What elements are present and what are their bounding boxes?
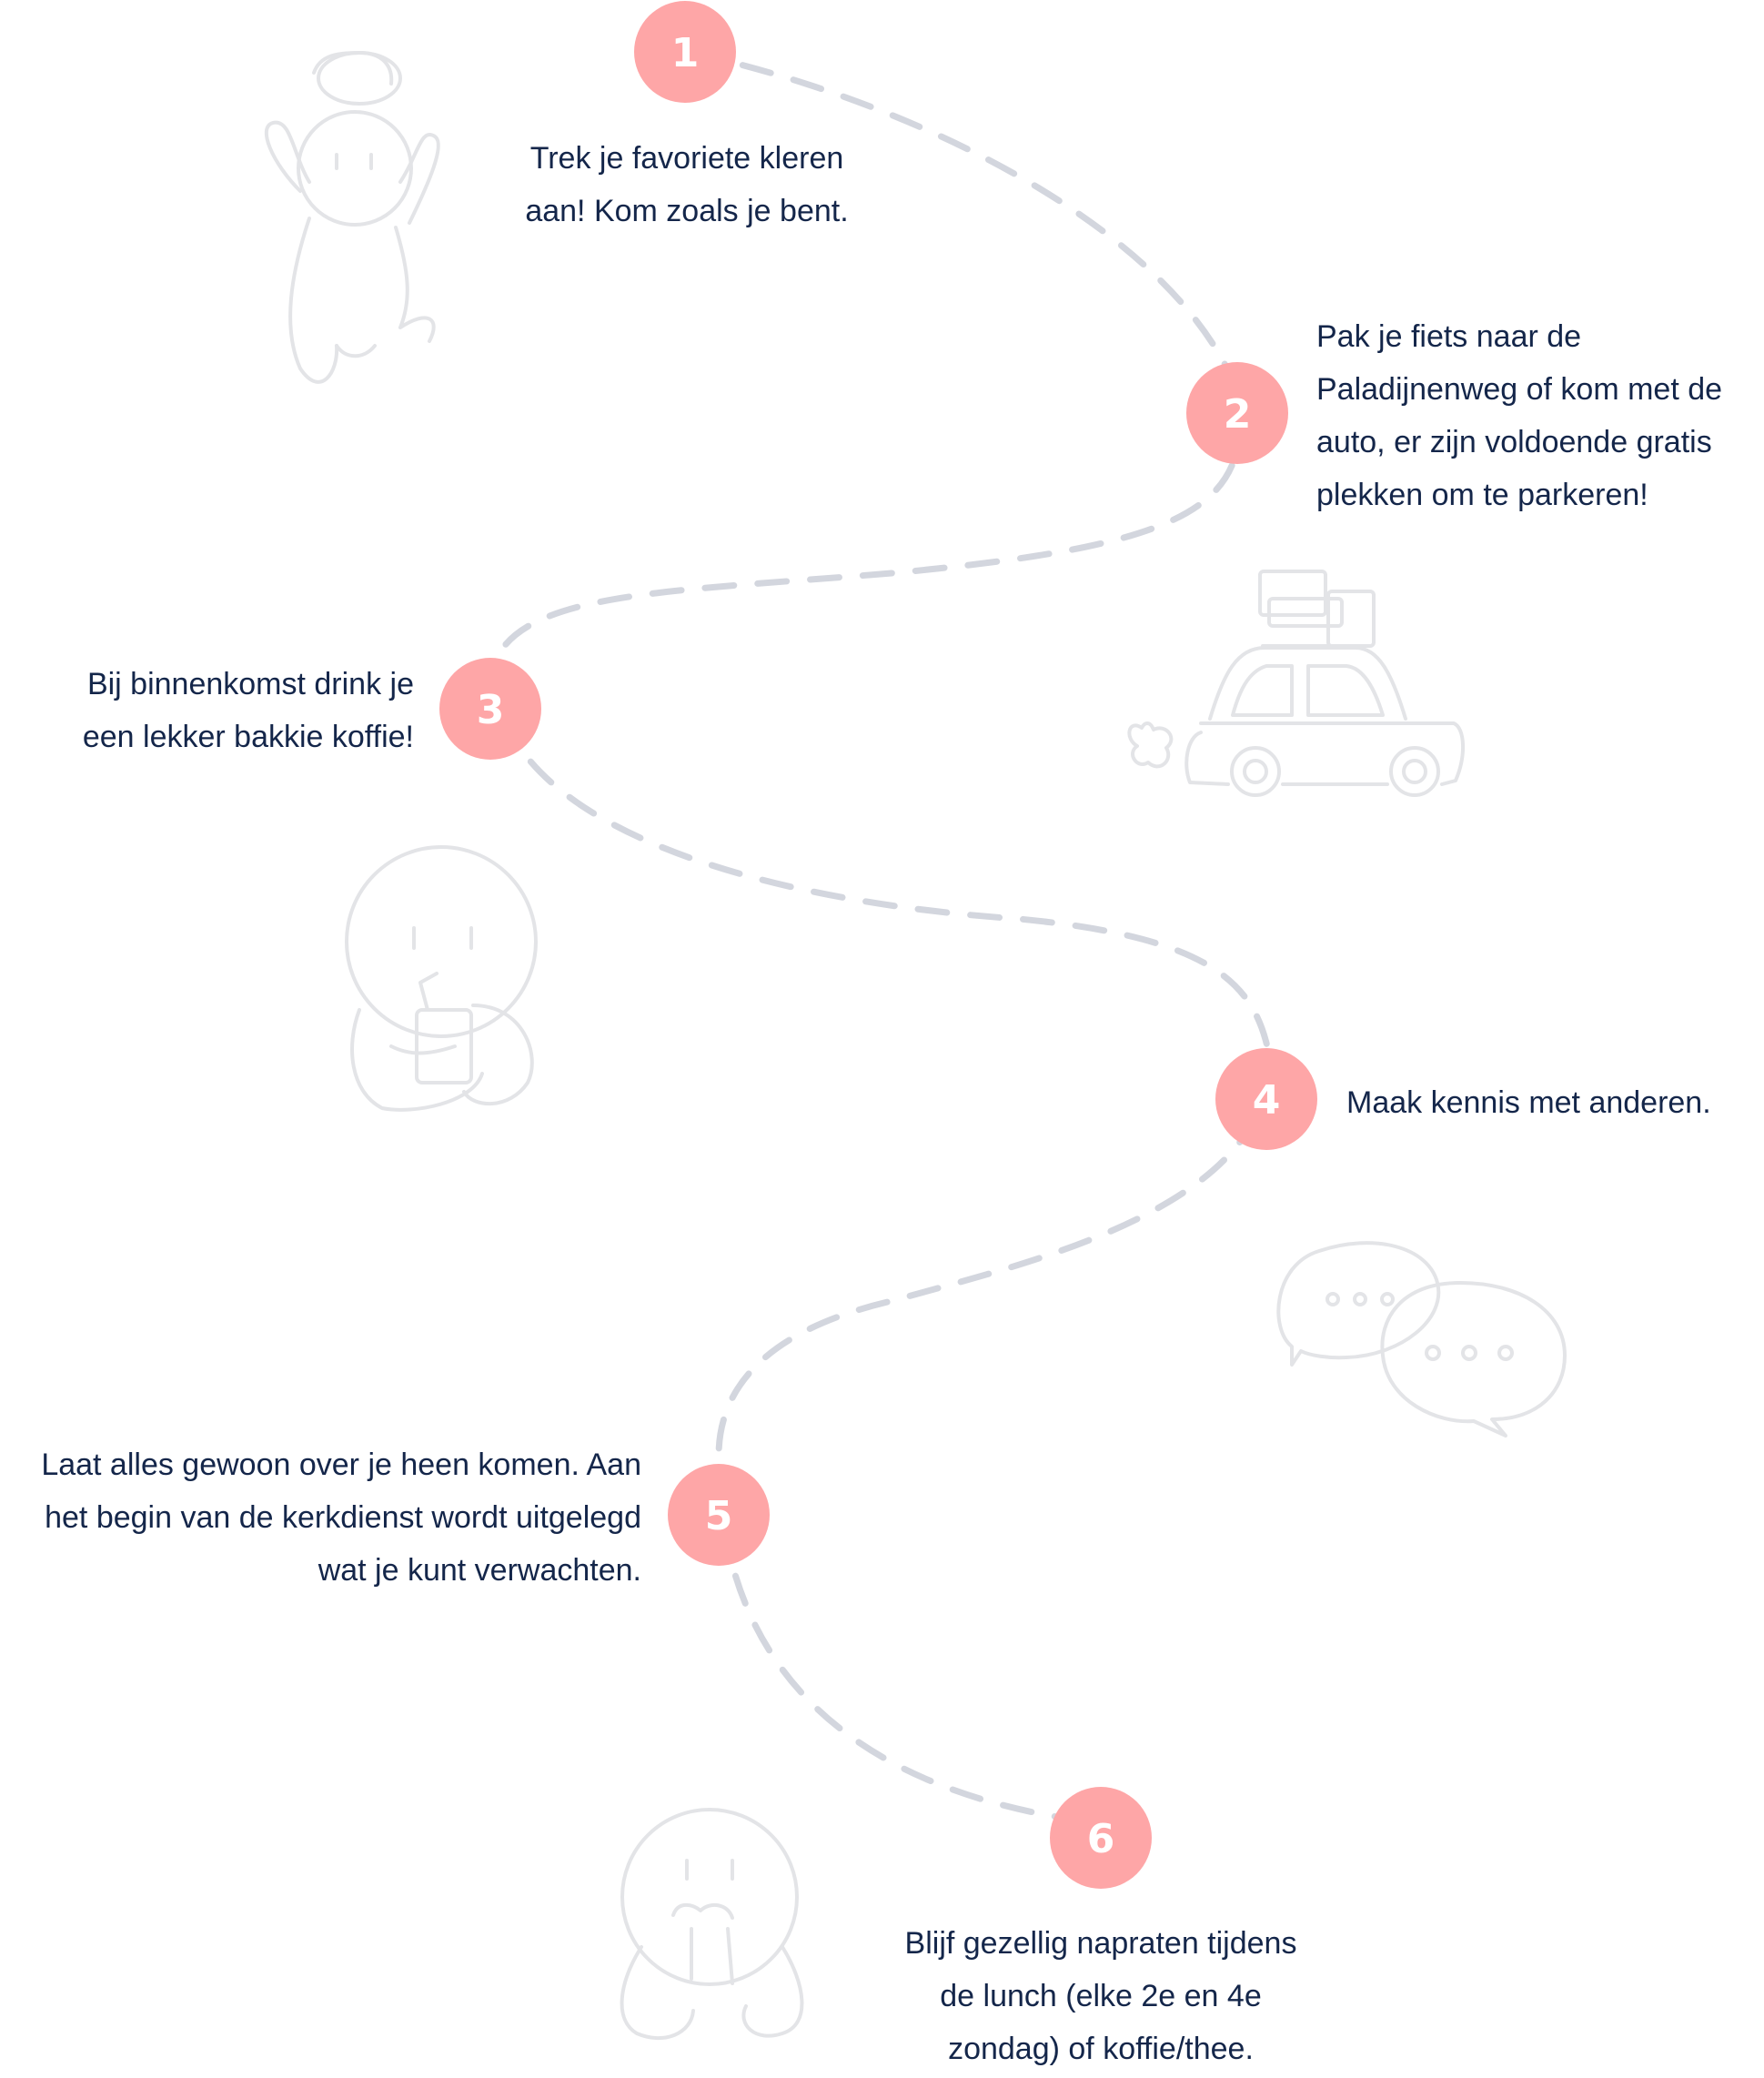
step-number-5: 5	[705, 1493, 733, 1539]
step-marker-6: 6	[1050, 1787, 1152, 1889]
step-number-4: 4	[1253, 1077, 1281, 1124]
person-with-drink-icon	[345, 845, 538, 1112]
step-marker-3: 3	[439, 658, 541, 760]
person-with-hat-icon	[264, 51, 440, 384]
step-number-2: 2	[1224, 391, 1252, 438]
step-marker-1: 1	[634, 1, 736, 103]
car-with-luggage-icon	[1127, 570, 1466, 797]
step-text-6: Blijf gezellig napraten tijdens de lunch…	[904, 1926, 1297, 2066]
person-eating-icon	[620, 1808, 804, 2041]
step-marker-5: 5	[668, 1464, 770, 1566]
step-text-4: Maak kennis met anderen.	[1346, 1085, 1711, 1120]
step-text-5: Laat alles gewoon over je heen komen. Aa…	[41, 1448, 641, 1588]
step-number-1: 1	[671, 30, 700, 76]
step-marker-4: 4	[1215, 1048, 1317, 1150]
step-number-6: 6	[1087, 1816, 1115, 1862]
chat-bubbles-icon	[1276, 1241, 1567, 1437]
step-text-3: Bij binnenkomst drink je een lekker bakk…	[82, 667, 414, 754]
step-text-2: Pak je fiets naar de Paladijnenweg of ko…	[1316, 319, 1723, 512]
step-marker-2: 2	[1186, 362, 1288, 464]
step-number-3: 3	[477, 687, 505, 733]
step-text-1: Trek je favoriete kleren aan! Kom zoals …	[525, 141, 849, 228]
